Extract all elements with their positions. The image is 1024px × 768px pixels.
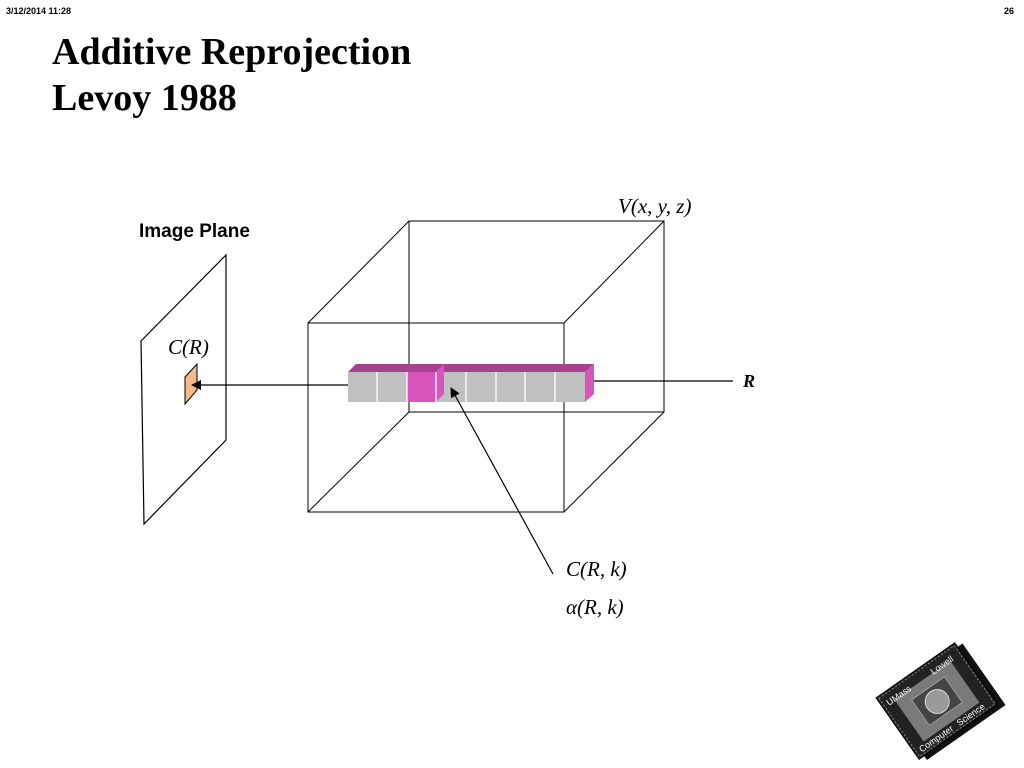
sample-pointer-arrow [450,387,554,575]
image-plane-pixel [184,362,198,406]
ray-label: R [742,371,755,391]
image-plane-label: Image Plane [139,221,250,242]
slide-date: 3/12/2014 11:28 [6,6,72,16]
slide-title-line1: Additive Reprojection [52,31,412,73]
sample-opacity-label: α(R, k) [566,595,624,619]
pixel-color-label: C(R) [168,335,209,359]
image-plane [140,253,227,526]
ray-samples [348,364,594,402]
slide-page-number: 26 [1003,6,1014,16]
volume-cube [307,220,665,513]
volume-label: V(x, y, z) [618,194,691,218]
slide-title-line2: Levoy 1988 [52,77,237,119]
sample-color-label: C(R, k) [566,557,627,581]
umass-lowell-cs-logo: UMass Lowell Computer Science [875,642,1006,761]
